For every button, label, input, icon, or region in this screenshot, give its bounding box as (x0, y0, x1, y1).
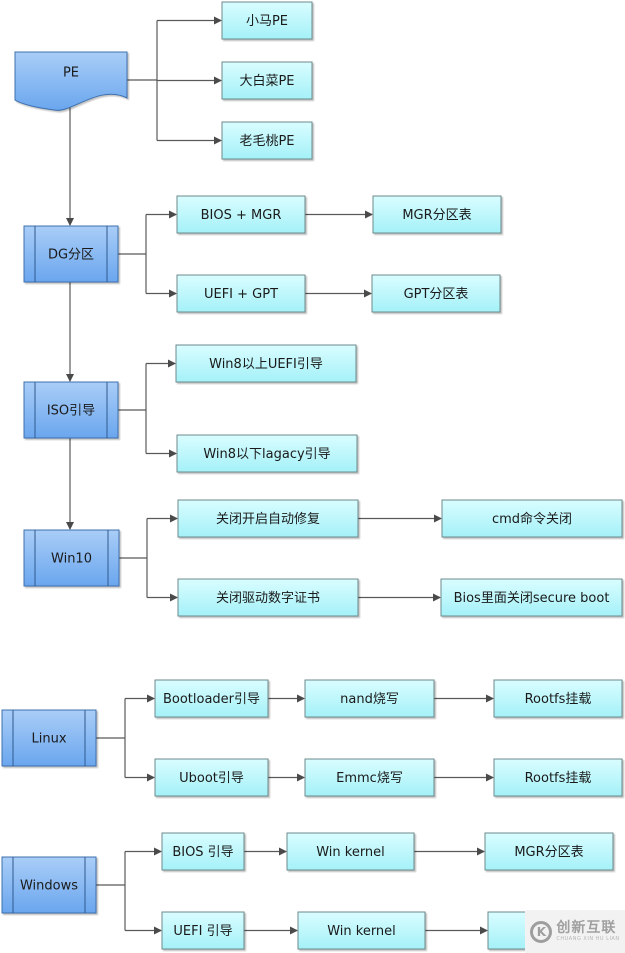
node-linux: Linux (1, 709, 97, 767)
node-bios-mgr: BIOS + MGR (176, 195, 306, 234)
node-windows: Windows (1, 856, 97, 914)
box-shape (221, 61, 313, 100)
box-shape (154, 758, 269, 797)
node-uefi-gpt: UEFI + GPT (176, 274, 306, 313)
box-shape (286, 832, 415, 871)
node-nand-burn: nand烧写 (304, 679, 435, 718)
box-shape (177, 499, 359, 538)
node-label: Linux (31, 732, 66, 747)
node-label: UEFI + GPT (204, 287, 278, 302)
box-shape (484, 832, 614, 871)
node-label: Rootfs挂载 (525, 692, 592, 707)
node-label: Bios里面关闭secure boot (454, 591, 610, 606)
node-uefi-boot: UEFI 引导 (161, 911, 245, 950)
node-label: 老毛桃PE (239, 134, 294, 149)
node-win-kernel-2: Win kernel (297, 911, 426, 950)
node-label: nand烧写 (340, 692, 399, 707)
node-label: PE (63, 66, 79, 81)
node-win8-down: Win8以下lagacy引导 (176, 434, 358, 473)
box-shape (221, 1, 313, 40)
node-close-autorepair: 关闭开启自动修复 (177, 499, 359, 538)
node-label: ISO引导 (47, 404, 95, 419)
box-shape (161, 832, 245, 871)
node-label: Windows (20, 879, 78, 894)
box-shape (175, 344, 357, 383)
node-label: Bootloader引导 (163, 692, 260, 707)
box-shape (221, 121, 313, 160)
node-gpt-table: GPT分区表 (371, 274, 501, 313)
box-shape (304, 679, 435, 718)
node-label: MGR分区表 (514, 845, 583, 860)
node-bios-boot: BIOS 引导 (161, 832, 245, 871)
box-shape (440, 578, 623, 617)
node-label: cmd命令关闭 (492, 511, 572, 527)
node-win8-up: Win8以上UEFI引导 (175, 344, 357, 383)
document-shape (14, 51, 128, 111)
box-shape (493, 679, 623, 718)
node-emmc-burn: Emmc烧写 (304, 758, 435, 797)
box-shape (176, 274, 306, 313)
node-label: MGR分区表 (402, 208, 471, 223)
node-label: Win kernel (327, 924, 396, 939)
node-dg: DG分区 (23, 225, 119, 283)
node-label: Emmc烧写 (336, 771, 403, 786)
node-mgr-table-2: MGR分区表 (484, 832, 614, 871)
node-label: DG分区 (48, 248, 94, 263)
node-label: 大白菜PE (239, 73, 294, 89)
node-win10: Win10 (23, 529, 120, 587)
process-shape (1, 856, 97, 914)
node-label: Win10 (51, 552, 92, 567)
node-rootfs-mount-2: Rootfs挂载 (493, 758, 623, 797)
node-label: GPT分区表 (404, 287, 469, 302)
node-pe: PE (14, 51, 128, 111)
box-shape (176, 195, 306, 234)
node-rootfs-mount-1: Rootfs挂载 (493, 679, 623, 718)
box-shape (441, 499, 623, 538)
node-label: BIOS 引导 (172, 845, 233, 860)
node-iso: ISO引导 (23, 381, 119, 439)
process-shape (23, 381, 119, 439)
node-bootloader: Bootloader引导 (154, 679, 269, 718)
box-shape (154, 679, 269, 718)
box-shape (371, 274, 501, 313)
node-label: Win8以下lagacy引导 (203, 447, 330, 462)
box-shape (493, 758, 623, 797)
box-shape (297, 911, 426, 950)
watermark-text: 创新互联 (556, 920, 617, 936)
node-label: 小马PE (246, 14, 288, 29)
node-label: Win8以上UEFI引导 (209, 357, 323, 372)
watermark-logo-icon: K (530, 920, 553, 943)
node-uboot: Uboot引导 (154, 758, 269, 797)
node-label: BIOS + MGR (201, 208, 282, 223)
node-xiaoma-pe: 小马PE (221, 1, 313, 40)
box-shape (372, 195, 502, 234)
process-shape (23, 225, 119, 283)
watermark: K 创新互联 CHUANG XIN HU LIAN (525, 910, 625, 953)
node-label: UEFI 引导 (173, 924, 232, 939)
watermark-subtext: CHUANG XIN HU LIAN (556, 936, 620, 942)
node-cmd-close: cmd命令关闭 (441, 499, 623, 538)
node-win-kernel-1: Win kernel (286, 832, 415, 871)
process-shape (1, 709, 97, 767)
node-mgr-table: MGR分区表 (372, 195, 502, 234)
node-close-driver-sign: 关闭驱动数字证书 (177, 578, 359, 617)
connectors-layer (66, 16, 494, 935)
box-shape (176, 434, 358, 473)
node-label: Rootfs挂载 (525, 771, 592, 786)
box-shape (304, 758, 435, 797)
process-shape (23, 529, 120, 587)
box-shape (161, 911, 245, 950)
node-bios-secure-boot: Bios里面关闭secure boot (440, 578, 623, 617)
box-shape (177, 578, 359, 617)
node-label: Uboot引导 (179, 771, 244, 786)
node-label: 关闭开启自动修复 (216, 512, 320, 527)
node-label: Win kernel (316, 845, 385, 860)
node-laomaotao-pe: 老毛桃PE (221, 121, 313, 160)
node-label: 关闭驱动数字证书 (216, 591, 320, 606)
node-dabaicai-pe: 大白菜PE (221, 61, 313, 100)
